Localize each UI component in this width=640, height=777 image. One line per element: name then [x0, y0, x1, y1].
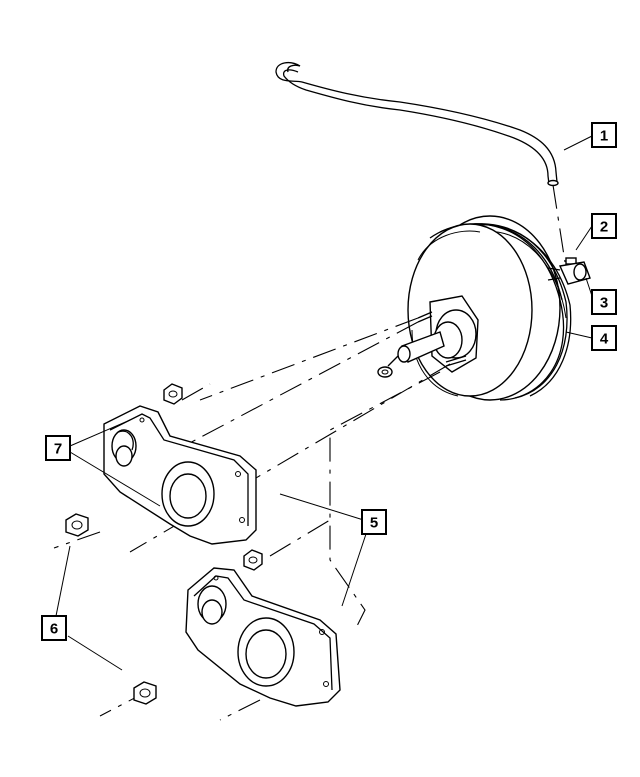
- callout-6: 6: [41, 615, 67, 641]
- brake-booster: [377, 215, 572, 401]
- callout-1: 1: [591, 122, 617, 148]
- callout-6-label: 6: [50, 621, 58, 638]
- callout-4-label: 4: [600, 331, 609, 348]
- callout-4: 4: [591, 325, 617, 351]
- callout-3-label: 3: [600, 295, 608, 312]
- callout-5-label: 5: [370, 515, 378, 532]
- vacuum-hose: [275, 61, 559, 187]
- upper-spacer-plate: [103, 405, 257, 545]
- check-valve: [547, 257, 591, 285]
- leader-lines: [55, 135, 593, 671]
- nut-left-upper: [65, 513, 89, 537]
- callout-1-label: 1: [600, 128, 608, 145]
- hose-to-valve-line: [552, 184, 566, 263]
- nut-left-lower: [133, 681, 157, 705]
- callout-7-label: 7: [54, 441, 62, 458]
- callout-3: 3: [591, 289, 617, 315]
- callout-7: 7: [45, 435, 71, 461]
- lower-spacer-plate: [185, 567, 341, 707]
- nut-top-lower: [243, 549, 263, 571]
- callout-2-label: 2: [600, 219, 608, 236]
- nut-top-upper: [163, 383, 183, 405]
- callout-5: 5: [361, 509, 387, 535]
- callout-2: 2: [591, 213, 617, 239]
